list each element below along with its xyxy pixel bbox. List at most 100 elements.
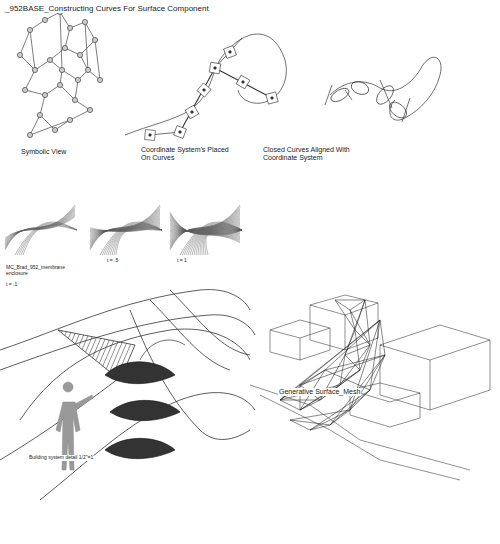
line-mark [20,30,30,55]
stroke [90,213,160,242]
stroke [205,230,242,255]
sheet-title: _952BASE_Constructing Curves For Surface… [4,4,210,13]
rect-mark [266,92,278,104]
circle-mark [32,67,37,72]
stroke [114,228,162,255]
stroke [90,217,160,239]
line-mark [290,420,330,425]
line-mark [70,110,90,120]
stroke [170,215,240,240]
surface-mesh [280,300,385,430]
line-mark [106,342,118,369]
rect-mark [185,105,199,119]
stroke [5,209,75,246]
stroke [5,212,75,244]
view-label: Closed Curves Aligned With Coordinate Sy… [262,146,374,162]
stroke [5,214,75,241]
line-mark [280,400,300,410]
line-mark [370,320,380,390]
circle-mark [191,111,194,114]
line-mark [85,22,88,70]
stroke [5,215,75,239]
circle-mark [242,81,245,84]
circle-mark [67,25,72,30]
view-label: MC_Brad_952_membrane enclosure [5,265,82,277]
circle-mark [229,51,232,54]
line-mark [40,115,55,130]
line-mark [92,338,100,357]
line-mark [65,332,67,336]
line-mark [25,70,35,90]
line-mark [40,95,45,115]
stroke [170,216,240,239]
stroke [5,213,75,242]
rect-mark [224,46,237,59]
line-mark [370,355,385,390]
circle-mark [87,107,92,112]
line-mark [380,320,385,355]
line-mark [300,320,380,385]
circle-mark [72,97,77,102]
view-label: Symbolic View [20,148,67,156]
line-mark [355,330,370,345]
circle-mark [22,87,27,92]
circle-mark [77,52,82,57]
line-mark [95,40,100,80]
stroke [90,210,160,245]
view-label: t = .5 [106,258,119,264]
line-mark [300,355,385,385]
line-mark [310,425,330,430]
circle-mark [271,97,274,100]
stroke [90,214,160,241]
symbolic-graph [17,9,102,137]
view-label: Generative Surface_Mesh [278,388,361,396]
stroke [90,227,160,232]
membrane-pods [105,340,185,459]
line-mark [345,300,365,355]
view-label: Building system detail 1/2"=1' [28,455,95,461]
stroke [90,219,160,235]
stroke [21,225,77,255]
line-mark [72,333,75,341]
view-label: t = 1 [176,258,188,264]
line-mark [350,300,365,310]
rect-mark [209,62,221,74]
rect-mark [236,75,250,89]
line-mark [345,330,355,355]
circle-mark [62,45,67,50]
line-mark [89,338,97,356]
stroke [170,215,240,239]
circle-mark [47,57,52,62]
rect-mark [197,83,211,97]
circle-mark [82,19,87,24]
circle-mark [92,37,97,42]
stroke [90,226,160,232]
coordinate-curves [125,34,286,135]
stroke [170,214,240,242]
coordinate-frames [145,46,279,141]
circle-mark [57,82,62,87]
line-mark [68,333,71,339]
stroke [5,205,75,250]
stroke [116,229,162,255]
circle-mark [149,134,152,137]
line-mark [345,355,360,370]
stroke [5,208,75,248]
line-mark [82,336,88,350]
line-mark [325,355,385,370]
line-mark [20,55,35,70]
stroke [5,206,75,248]
stroke [170,212,240,242]
circle-mark [37,112,42,117]
circle-mark [17,52,22,57]
line-mark [335,300,350,310]
circle-mark [67,117,72,122]
stroke [90,208,160,248]
stroke [90,222,160,233]
line-mark [79,335,84,347]
line-mark [30,120,70,135]
circle-mark [75,77,80,82]
line-mark [290,420,310,430]
stroke [170,213,240,242]
line-mark [103,341,114,366]
